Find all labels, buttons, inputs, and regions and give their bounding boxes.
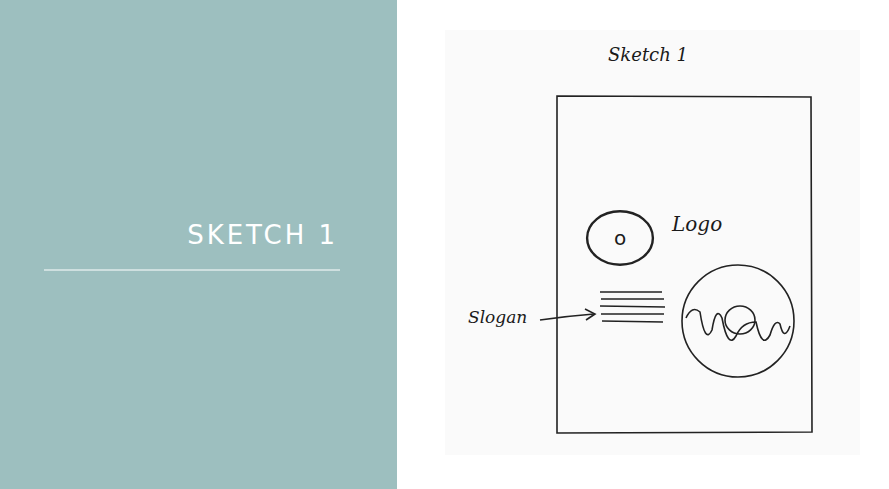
logo-label: Logo bbox=[672, 212, 722, 236]
logo-circle: o bbox=[585, 209, 655, 267]
logo-text-group: o bbox=[585, 226, 655, 250]
sketch-heading: Sketch 1 bbox=[608, 44, 688, 65]
slide-title: SKETCH 1 bbox=[187, 220, 338, 250]
logo-glyph: o bbox=[585, 226, 655, 250]
slogan-label: Slogan bbox=[468, 307, 527, 327]
